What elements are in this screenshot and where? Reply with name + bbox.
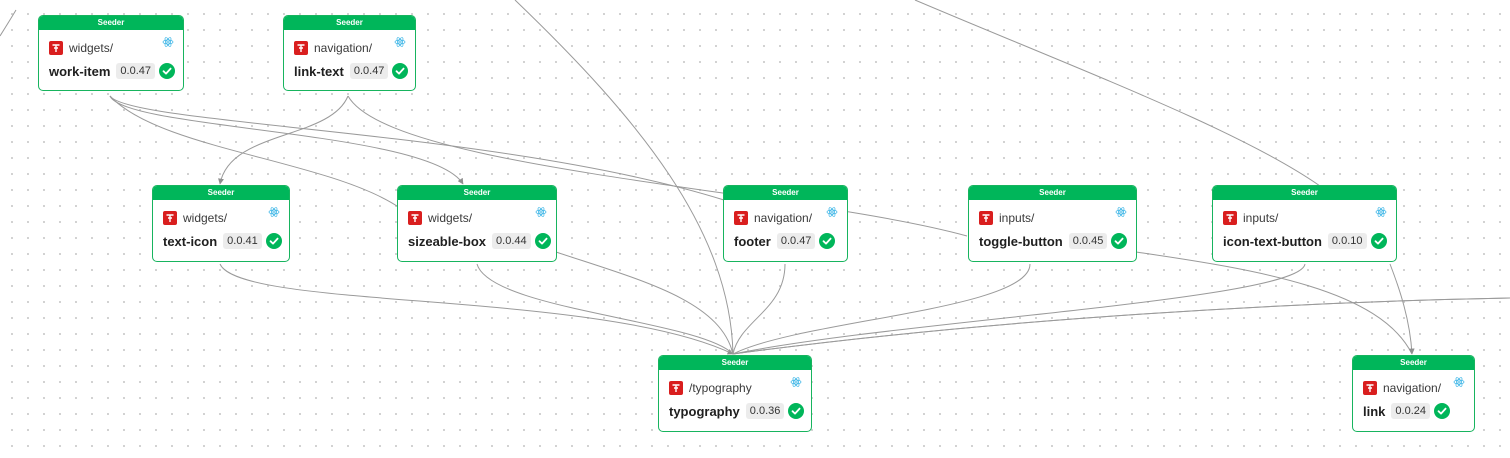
check-circle-icon [788, 403, 805, 419]
react-icon [1375, 207, 1387, 217]
check-circle-icon [534, 233, 551, 249]
check-circle-icon [819, 233, 836, 249]
edge [732, 297, 1510, 355]
component-namespace: widgets/ [69, 41, 114, 55]
edge [732, 297, 1510, 355]
edge [347, 95, 968, 237]
react-icon [535, 207, 547, 217]
node-header: Seeder [398, 186, 556, 200]
scope-logo-icon [294, 41, 308, 55]
component-node-link[interactable]: Seeder navigation/ link 0.0.24 [1352, 355, 1475, 432]
edge [732, 263, 786, 355]
react-icon [394, 37, 406, 47]
check-circle-icon [1111, 233, 1128, 249]
version-badge: 0.0.45 [1068, 233, 1108, 249]
react-icon [1453, 377, 1465, 387]
scope-logo-icon [734, 211, 748, 225]
react-icon [790, 377, 802, 387]
react-icon [268, 207, 280, 217]
component-name[interactable]: text-icon [163, 233, 218, 249]
version-badge: 0.0.44 [492, 233, 531, 249]
edge [476, 263, 734, 355]
component-node-footer[interactable]: Seeder navigation/ footer 0.0.47 [723, 185, 848, 262]
node-header: Seeder [724, 186, 847, 200]
component-name[interactable]: icon-text-button [1223, 233, 1322, 249]
scope-logo-icon [408, 211, 422, 225]
component-namespace: widgets/ [183, 211, 228, 225]
edge [109, 95, 725, 201]
react-icon [162, 37, 174, 47]
edge [1135, 251, 1413, 355]
component-namespace: widgets/ [428, 211, 473, 225]
check-circle-icon [392, 63, 409, 79]
node-header: Seeder [659, 356, 811, 370]
version-badge: 0.0.47 [776, 233, 816, 249]
component-node-work-item[interactable]: Seeder widgets/ work-item 0.0.47 [38, 15, 184, 91]
component-name[interactable]: work-item [49, 63, 111, 79]
component-namespace: navigation/ [1383, 381, 1442, 395]
scope-logo-icon [49, 41, 63, 55]
scope-logo-icon [163, 211, 177, 225]
edge [109, 95, 401, 209]
component-node-typography[interactable]: Seeder /typography typography 0.0.36 [658, 355, 812, 432]
react-icon [826, 207, 838, 217]
edge [218, 95, 349, 185]
component-name[interactable]: link-text [294, 63, 344, 79]
check-circle-icon [159, 63, 175, 79]
check-circle-icon [265, 233, 282, 249]
node-header: Seeder [1353, 356, 1474, 370]
react-icon [1115, 207, 1127, 217]
component-name[interactable]: footer [734, 233, 771, 249]
component-name[interactable]: link [1363, 403, 1386, 419]
node-header: Seeder [284, 16, 415, 30]
component-namespace: navigation/ [314, 41, 373, 55]
component-node-toggle-button[interactable]: Seeder inputs/ toggle-button 0.0.45 [968, 185, 1137, 262]
edge [219, 263, 734, 355]
component-node-text-icon[interactable]: Seeder widgets/ text-icon 0.0.41 [152, 185, 290, 262]
component-namespace: /typography [689, 381, 752, 395]
edge [109, 95, 464, 185]
scope-logo-icon [669, 381, 683, 395]
node-header: Seeder [39, 16, 183, 30]
scope-logo-icon [1363, 381, 1377, 395]
scope-logo-icon [1223, 211, 1237, 225]
version-badge: 0.0.47 [349, 63, 389, 79]
component-name[interactable]: toggle-button [979, 233, 1063, 249]
version-badge: 0.0.10 [1327, 233, 1367, 249]
edge [555, 251, 734, 355]
node-header: Seeder [969, 186, 1136, 200]
version-badge: 0.0.24 [1391, 403, 1430, 419]
version-badge: 0.0.36 [745, 403, 785, 419]
component-name[interactable]: typography [669, 403, 740, 419]
component-node-sizeable-box[interactable]: Seeder widgets/ sizeable-box 0.0.44 [397, 185, 557, 262]
component-namespace: inputs/ [1243, 211, 1279, 225]
component-node-icon-text-button[interactable]: Seeder inputs/ icon-text-button 0.0.10 [1212, 185, 1397, 262]
component-namespace: navigation/ [754, 211, 813, 225]
version-badge: 0.0.41 [223, 233, 262, 249]
check-circle-icon [1370, 233, 1387, 249]
component-namespace: inputs/ [999, 211, 1035, 225]
node-header: Seeder [1213, 186, 1396, 200]
node-header: Seeder [153, 186, 289, 200]
check-circle-icon [1434, 403, 1450, 419]
edge [0, 9, 17, 37]
component-name[interactable]: sizeable-box [408, 233, 487, 249]
scope-logo-icon [979, 211, 993, 225]
version-badge: 0.0.47 [116, 63, 155, 79]
edge [1389, 263, 1415, 355]
component-node-link-text[interactable]: Seeder navigation/ link-text 0.0.47 [283, 15, 416, 91]
edge [514, 0, 734, 355]
edge [914, 0, 1321, 187]
edge [732, 263, 1031, 355]
